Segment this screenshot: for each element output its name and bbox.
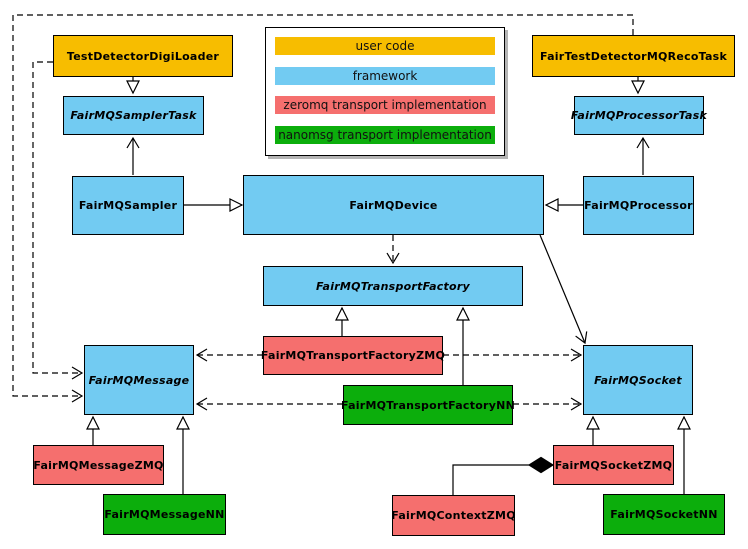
edge-device-socket (539, 234, 588, 345)
node-fair-mq-socket: FairMQSocket (583, 345, 693, 415)
node-fair-mq-transport-factory-zmq: FairMQTransportFactoryZMQ (261, 336, 445, 375)
node-fair-mq-sampler-task: FairMQSamplerTask (63, 96, 204, 135)
node-fair-mq-message: FairMQMessage (84, 345, 194, 415)
node-fair-mq-message-nn: FairMQMessageNN (103, 494, 226, 535)
legend-item-framework: framework (275, 67, 495, 85)
node-fair-mq-sampler: FairMQSampler (72, 176, 184, 235)
node-test-detector-digi-loader: TestDetectorDigiLoader (53, 35, 233, 77)
legend: user code framework zeromq transport imp… (265, 27, 505, 156)
node-fair-mq-socket-nn: FairMQSocketNN (603, 494, 725, 535)
edge-recotask-message (12, 14, 634, 403)
legend-item-zeromq: zeromq transport implementation (275, 96, 495, 114)
node-fair-mq-processor-task: FairMQProcessorTask (571, 96, 707, 135)
edge-socketzmq-contextzmq (452, 464, 529, 495)
legend-item-nanomsg: nanomsg transport implementation (275, 126, 495, 144)
node-fair-mq-processor: FairMQProcessor (583, 176, 694, 235)
node-fair-mq-context-zmq: FairMQContextZMQ (391, 495, 516, 536)
node-fair-mq-message-zmq: FairMQMessageZMQ (33, 445, 164, 485)
aggregation-diamond-icon (527, 456, 555, 474)
node-fair-mq-device: FairMQDevice (243, 175, 544, 235)
node-fair-test-detector-mq-reco-task: FairTestDetectorMQRecoTask (532, 35, 735, 77)
node-fair-mq-transport-factory-nn: FairMQTransportFactoryNN (341, 385, 515, 425)
edge-digiloader-message (32, 61, 84, 380)
node-fair-mq-socket-zmq: FairMQSocketZMQ (553, 445, 674, 485)
legend-item-user-code: user code (275, 37, 495, 55)
node-fair-mq-transport-factory: FairMQTransportFactory (263, 266, 523, 306)
